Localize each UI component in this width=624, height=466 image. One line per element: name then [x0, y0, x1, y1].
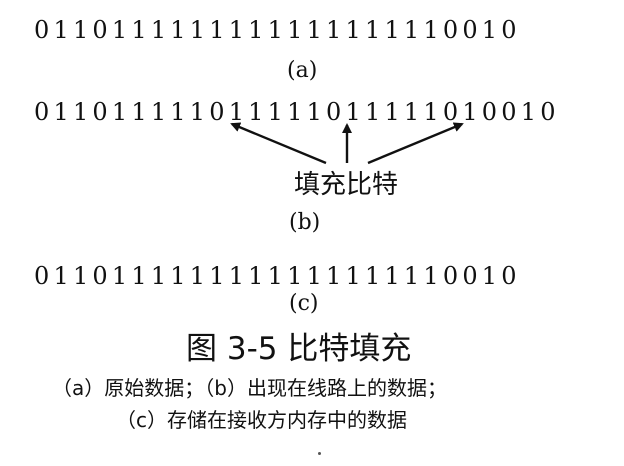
label-a: (a) — [287, 58, 318, 83]
figure-title: 图 3-5 比特填充 — [186, 331, 412, 367]
caption-line-1: （a）原始数据；（b）出现在线路上的数据； — [52, 376, 447, 400]
caption-line-2: （c）存储在接收方内存中的数据 — [116, 408, 407, 432]
original-bitstream: 0110111111111111111110010 — [34, 16, 521, 44]
received-bitstream: 0110111111111111111110010 — [34, 262, 521, 290]
transmitted-bitstream: 011011111011111011111010010 — [34, 98, 560, 126]
label-c: (c) — [289, 291, 319, 316]
scan-speck — [318, 452, 321, 455]
stuffed-bit-label: 填充比特 — [294, 170, 399, 200]
arrow-left — [230, 122, 327, 165]
arrow-right — [367, 122, 464, 165]
label-b: (b) — [289, 210, 321, 235]
